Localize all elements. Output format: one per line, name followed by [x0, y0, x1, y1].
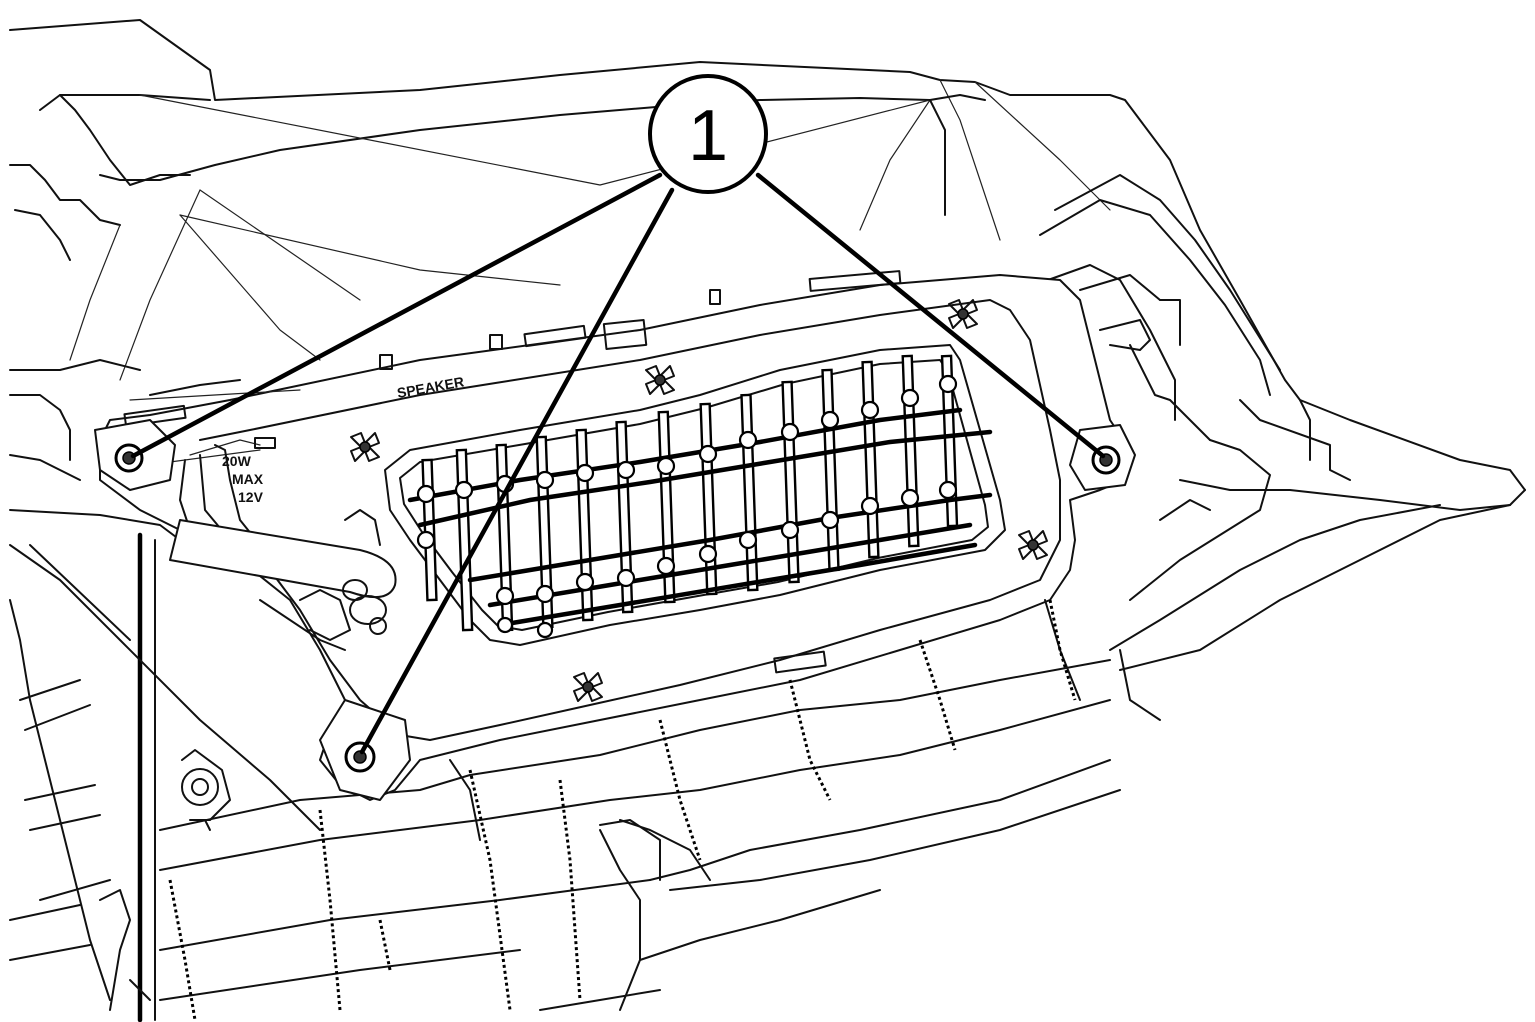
- grille-clips: [350, 299, 1048, 702]
- clip-top: [645, 365, 675, 395]
- rating-max: MAX: [232, 471, 264, 487]
- speaker-connector: [169, 509, 397, 651]
- rating-volts: 12V: [238, 489, 264, 505]
- left-housing-structure: [9, 359, 321, 1022]
- speaker-grille: [384, 344, 1006, 646]
- leader-line-right: [755, 172, 1106, 459]
- callout-number: 1: [688, 96, 728, 176]
- clip-bottom: [573, 672, 603, 702]
- callout-1: 1: [130, 74, 1106, 755]
- clip-top-right: [948, 299, 978, 329]
- grille-holes: [416, 374, 958, 639]
- leader-line-upper-left: [130, 172, 663, 459]
- lower-housing: [159, 599, 1161, 1021]
- clip-right: [1018, 530, 1048, 560]
- callout-circle: [648, 74, 768, 194]
- rating-watts: 20W: [222, 453, 252, 469]
- leader-line-lower-left: [359, 187, 675, 755]
- clip-left: [350, 432, 380, 462]
- bezel-tabs: [123, 270, 902, 449]
- upper-panel-structure: [9, 19, 1526, 671]
